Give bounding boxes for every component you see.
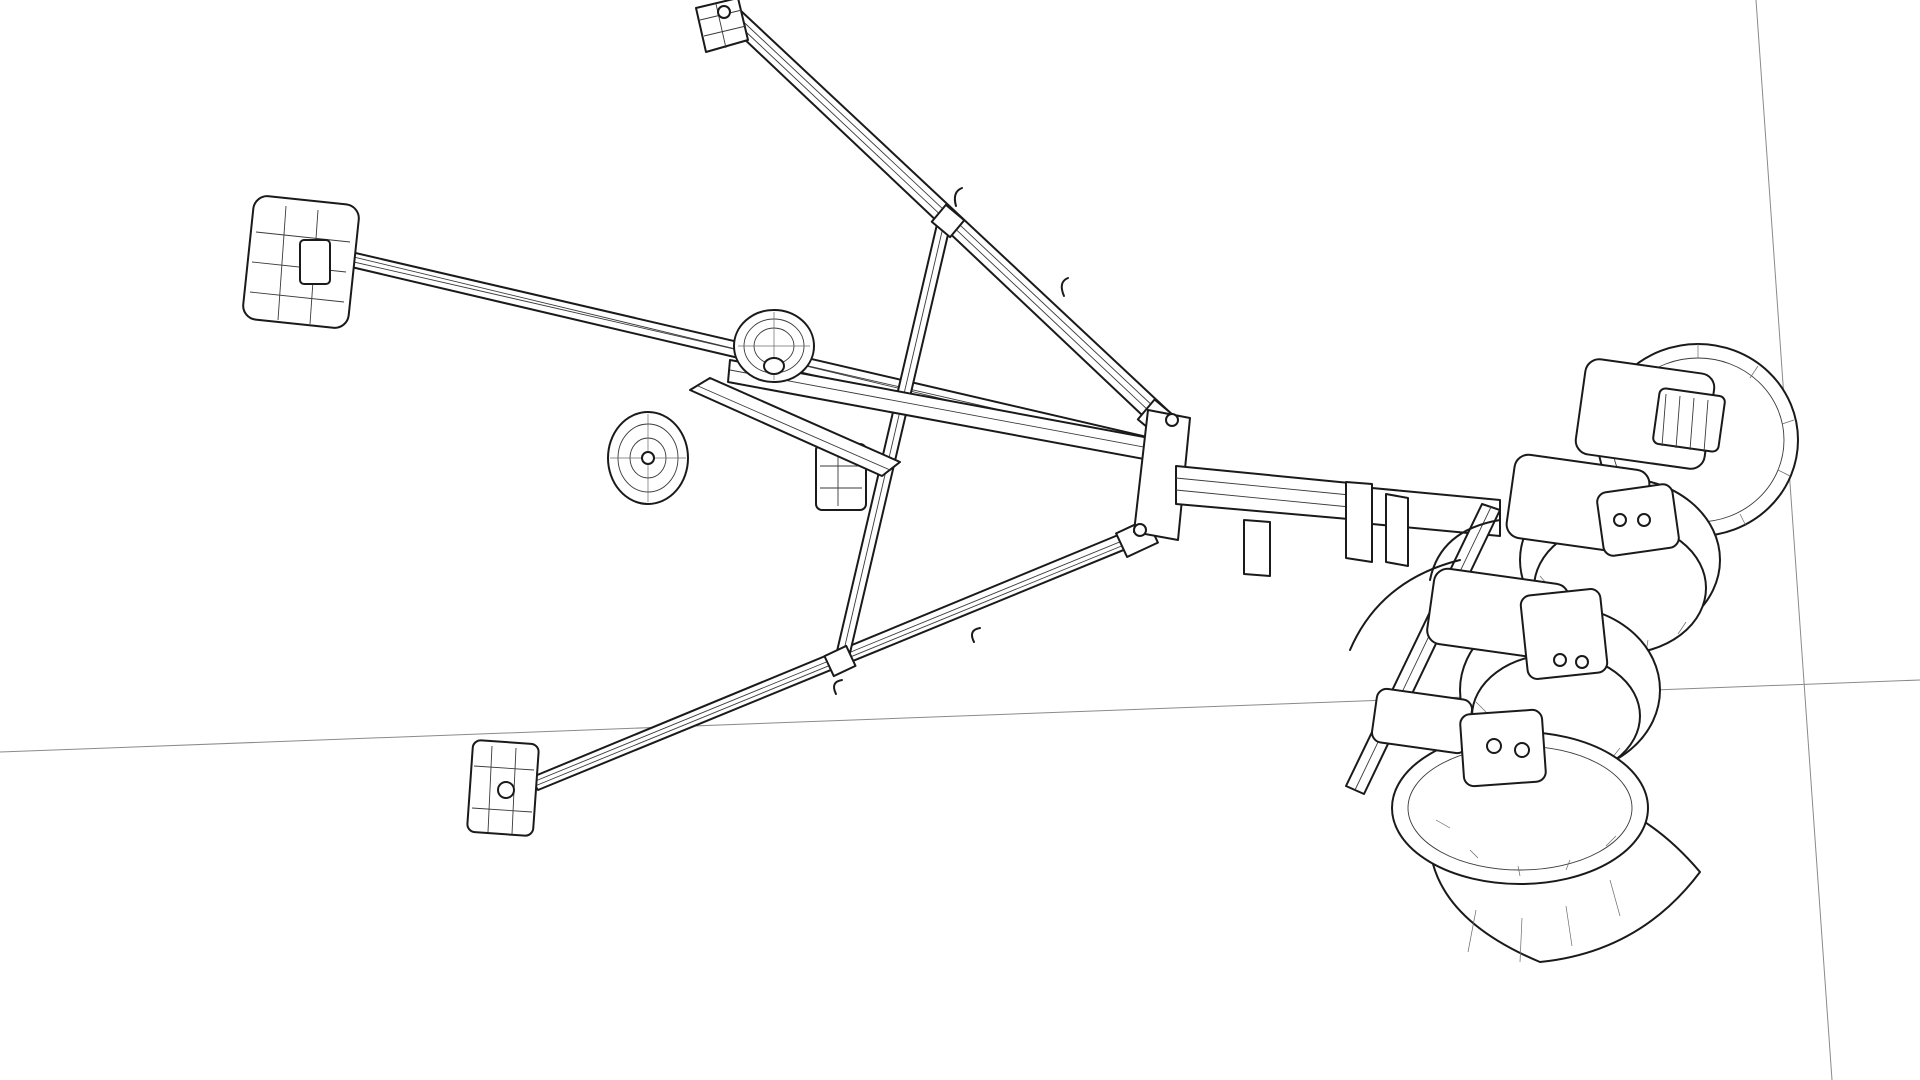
outrigger-pad-top: [695, 0, 749, 53]
transport-wheels: [607, 309, 815, 505]
outrigger-pads: [242, 0, 867, 837]
hook-2: [1060, 277, 1069, 297]
lamp-head-2: [1505, 453, 1721, 655]
lamp-head-4: [1371, 687, 1701, 963]
mast-collar-1: [1345, 481, 1373, 563]
cable-2: [1349, 559, 1461, 651]
transport-wheel-bottom: [607, 411, 689, 505]
hook-3: [971, 627, 981, 643]
outrigger-pad-left: [242, 195, 360, 329]
mast-collar-2: [1385, 493, 1409, 567]
joint-bracket-1: [930, 203, 966, 239]
mast-leg: [1243, 519, 1271, 577]
ground-edge-right: [1755, 0, 1833, 1080]
transport-wheel-top: [733, 309, 815, 383]
main-mast: [1133, 409, 1501, 577]
joint-bracket-4: [823, 644, 857, 678]
hook-4: [833, 679, 843, 695]
hook-1: [953, 187, 963, 207]
lamp-heads: [1371, 343, 1799, 963]
outrigger-pad-bottom: [466, 739, 540, 837]
